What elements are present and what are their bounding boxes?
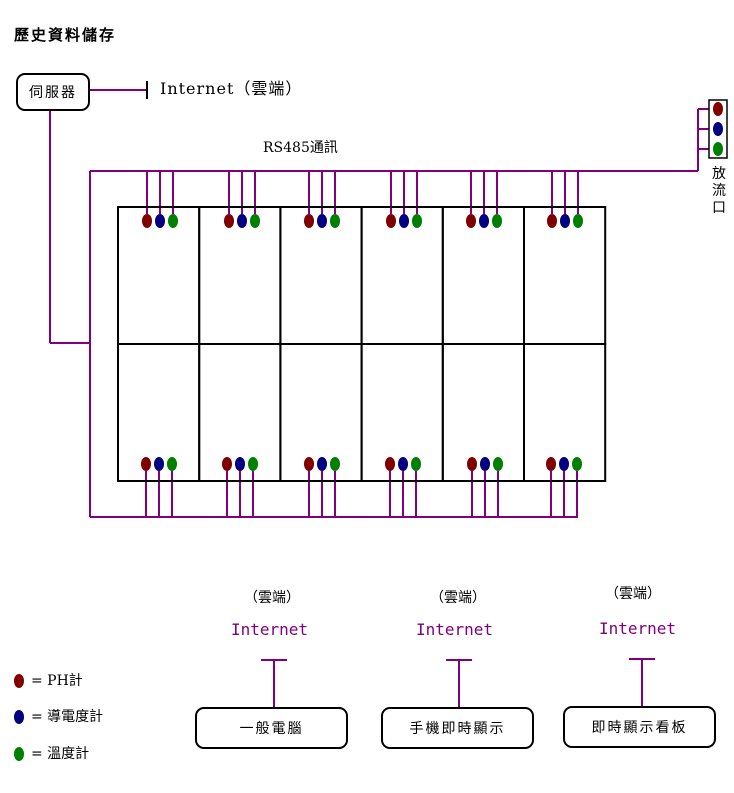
device-label-3: 即時顯示看板 xyxy=(591,720,688,736)
tank-grid xyxy=(117,206,607,482)
tank-cell xyxy=(360,206,444,345)
sensor-dot xyxy=(317,214,327,228)
device-mobile-display[interactable]: 手機即時顯示 xyxy=(381,707,534,749)
legend-temperature-label: = 溫度計 xyxy=(31,746,90,762)
legend-ph-dot xyxy=(14,674,24,688)
internet-label-1: Internet xyxy=(231,620,309,639)
page-title: 歷史資料儲存 xyxy=(14,26,117,44)
server-label: 伺服器 xyxy=(29,85,77,101)
sensor-dot xyxy=(330,457,340,471)
cloud-label-1: （雲端） xyxy=(244,590,300,606)
tank-cell xyxy=(198,206,282,345)
tank-cell xyxy=(523,343,607,482)
device-label-2: 手機即時顯示 xyxy=(409,721,506,737)
sensor-dot xyxy=(385,457,395,471)
sensor-dot xyxy=(573,214,583,228)
server-box[interactable]: 伺服器 xyxy=(16,73,90,111)
sensor-dot xyxy=(141,457,151,471)
legend-conductivity-dot-holder xyxy=(13,709,25,728)
sensor-dot xyxy=(224,214,234,228)
internet-label-3: Internet xyxy=(599,619,677,638)
sensor-group xyxy=(141,99,728,471)
sensor-dot xyxy=(493,457,503,471)
sensor-dot xyxy=(713,102,723,116)
sensor-dot xyxy=(480,457,490,471)
sensor-dot xyxy=(168,214,178,228)
sensor-dot xyxy=(386,214,396,228)
sensor-dot xyxy=(412,214,422,228)
sensor-dot xyxy=(547,214,557,228)
legend-temperature-dot xyxy=(14,747,24,761)
sensor-dot xyxy=(546,457,556,471)
legend-ph-label: = PH計 xyxy=(31,673,83,689)
cloud-label-3: （雲端） xyxy=(605,586,661,602)
sensor-dot xyxy=(479,214,489,228)
device-label-1: 一般電腦 xyxy=(239,721,304,737)
sensor-dot xyxy=(248,457,258,471)
sensor-dot xyxy=(317,457,327,471)
sensor-dot xyxy=(155,214,165,228)
sensor-dot xyxy=(304,214,314,228)
sensor-dot xyxy=(142,214,152,228)
device-signboard[interactable]: 即時顯示看板 xyxy=(563,706,716,748)
sensor-dot xyxy=(237,214,247,228)
sensor-dot xyxy=(411,457,421,471)
legend-conductivity-label: = 導電度計 xyxy=(31,709,104,725)
sensor-dot xyxy=(330,214,340,228)
sensor-dot xyxy=(713,142,723,156)
legend-temperature-dot-holder xyxy=(13,746,25,765)
legend-conductivity-dot xyxy=(14,710,24,724)
bus-label: RS485通訊 xyxy=(263,140,338,156)
sensor-dot xyxy=(222,457,232,471)
sensor-dot xyxy=(467,457,477,471)
internet-label-2: Internet xyxy=(416,620,494,639)
sensor-dot xyxy=(250,214,260,228)
sensor-dot xyxy=(304,457,314,471)
wiring xyxy=(49,81,714,707)
sensor-dot xyxy=(492,214,502,228)
sensor-dot xyxy=(154,457,164,471)
sensor-dot xyxy=(167,457,177,471)
outlet-label: 放流口 xyxy=(712,166,726,216)
sensor-dot xyxy=(235,457,245,471)
server-internet-label: Internet（雲端） xyxy=(160,79,303,98)
sensor-dot xyxy=(399,214,409,228)
device-general-computer[interactable]: 一般電腦 xyxy=(195,707,348,749)
sensor-dot xyxy=(713,122,723,136)
sensor-dot xyxy=(398,457,408,471)
sensor-dot xyxy=(559,457,569,471)
sensor-dot xyxy=(572,457,582,471)
cloud-label-2: （雲端） xyxy=(430,590,486,606)
sensor-dot xyxy=(466,214,476,228)
legend-ph-dot-holder xyxy=(13,673,25,692)
sensor-dot xyxy=(560,214,570,228)
